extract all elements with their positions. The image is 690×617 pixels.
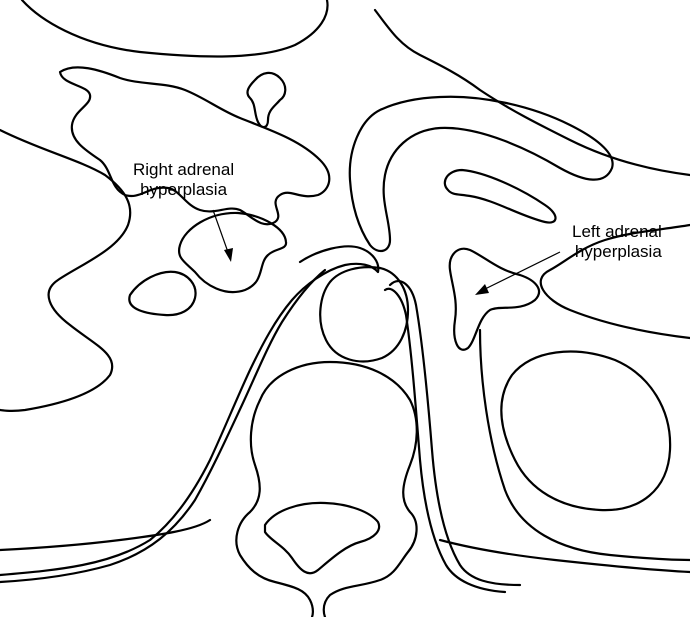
top-boundary-line [22, 0, 328, 56]
bowel-loop-outline [60, 67, 329, 224]
right-adrenal-label-line1: Right adrenal [133, 160, 234, 180]
right-adrenal-label: Right adrenal hyperplasia [133, 160, 234, 200]
right-adrenal-label-line2: hyperplasia [133, 180, 234, 200]
right-adrenal-arrow-line [213, 210, 229, 255]
liver-outline [0, 130, 130, 411]
left-adrenal-arrowhead [475, 284, 489, 295]
left-adrenal-label-line2: hyperplasia [572, 242, 662, 262]
left-adrenal-outline [450, 249, 539, 350]
splenic-flexure-outline [445, 170, 556, 223]
vessel-branch-outline [247, 73, 285, 127]
left-kidney-outline [501, 352, 670, 511]
spinal-canal-outline [265, 503, 379, 573]
right-crus-inner [0, 270, 325, 582]
kidney-fascia-right [480, 330, 690, 560]
left-adrenal-label: Left adrenal hyperplasia [572, 222, 662, 262]
right-crus-outline [0, 246, 378, 575]
vertebral-body-outline [260, 362, 417, 617]
crus-right-outline [129, 272, 195, 315]
left-adrenal-label-line1: Left adrenal [572, 222, 662, 242]
spleen-boundary-line [375, 10, 690, 175]
paraspinal-left [0, 520, 210, 550]
vertebral-body-left [236, 400, 313, 617]
right-adrenal-arrowhead [224, 248, 233, 262]
